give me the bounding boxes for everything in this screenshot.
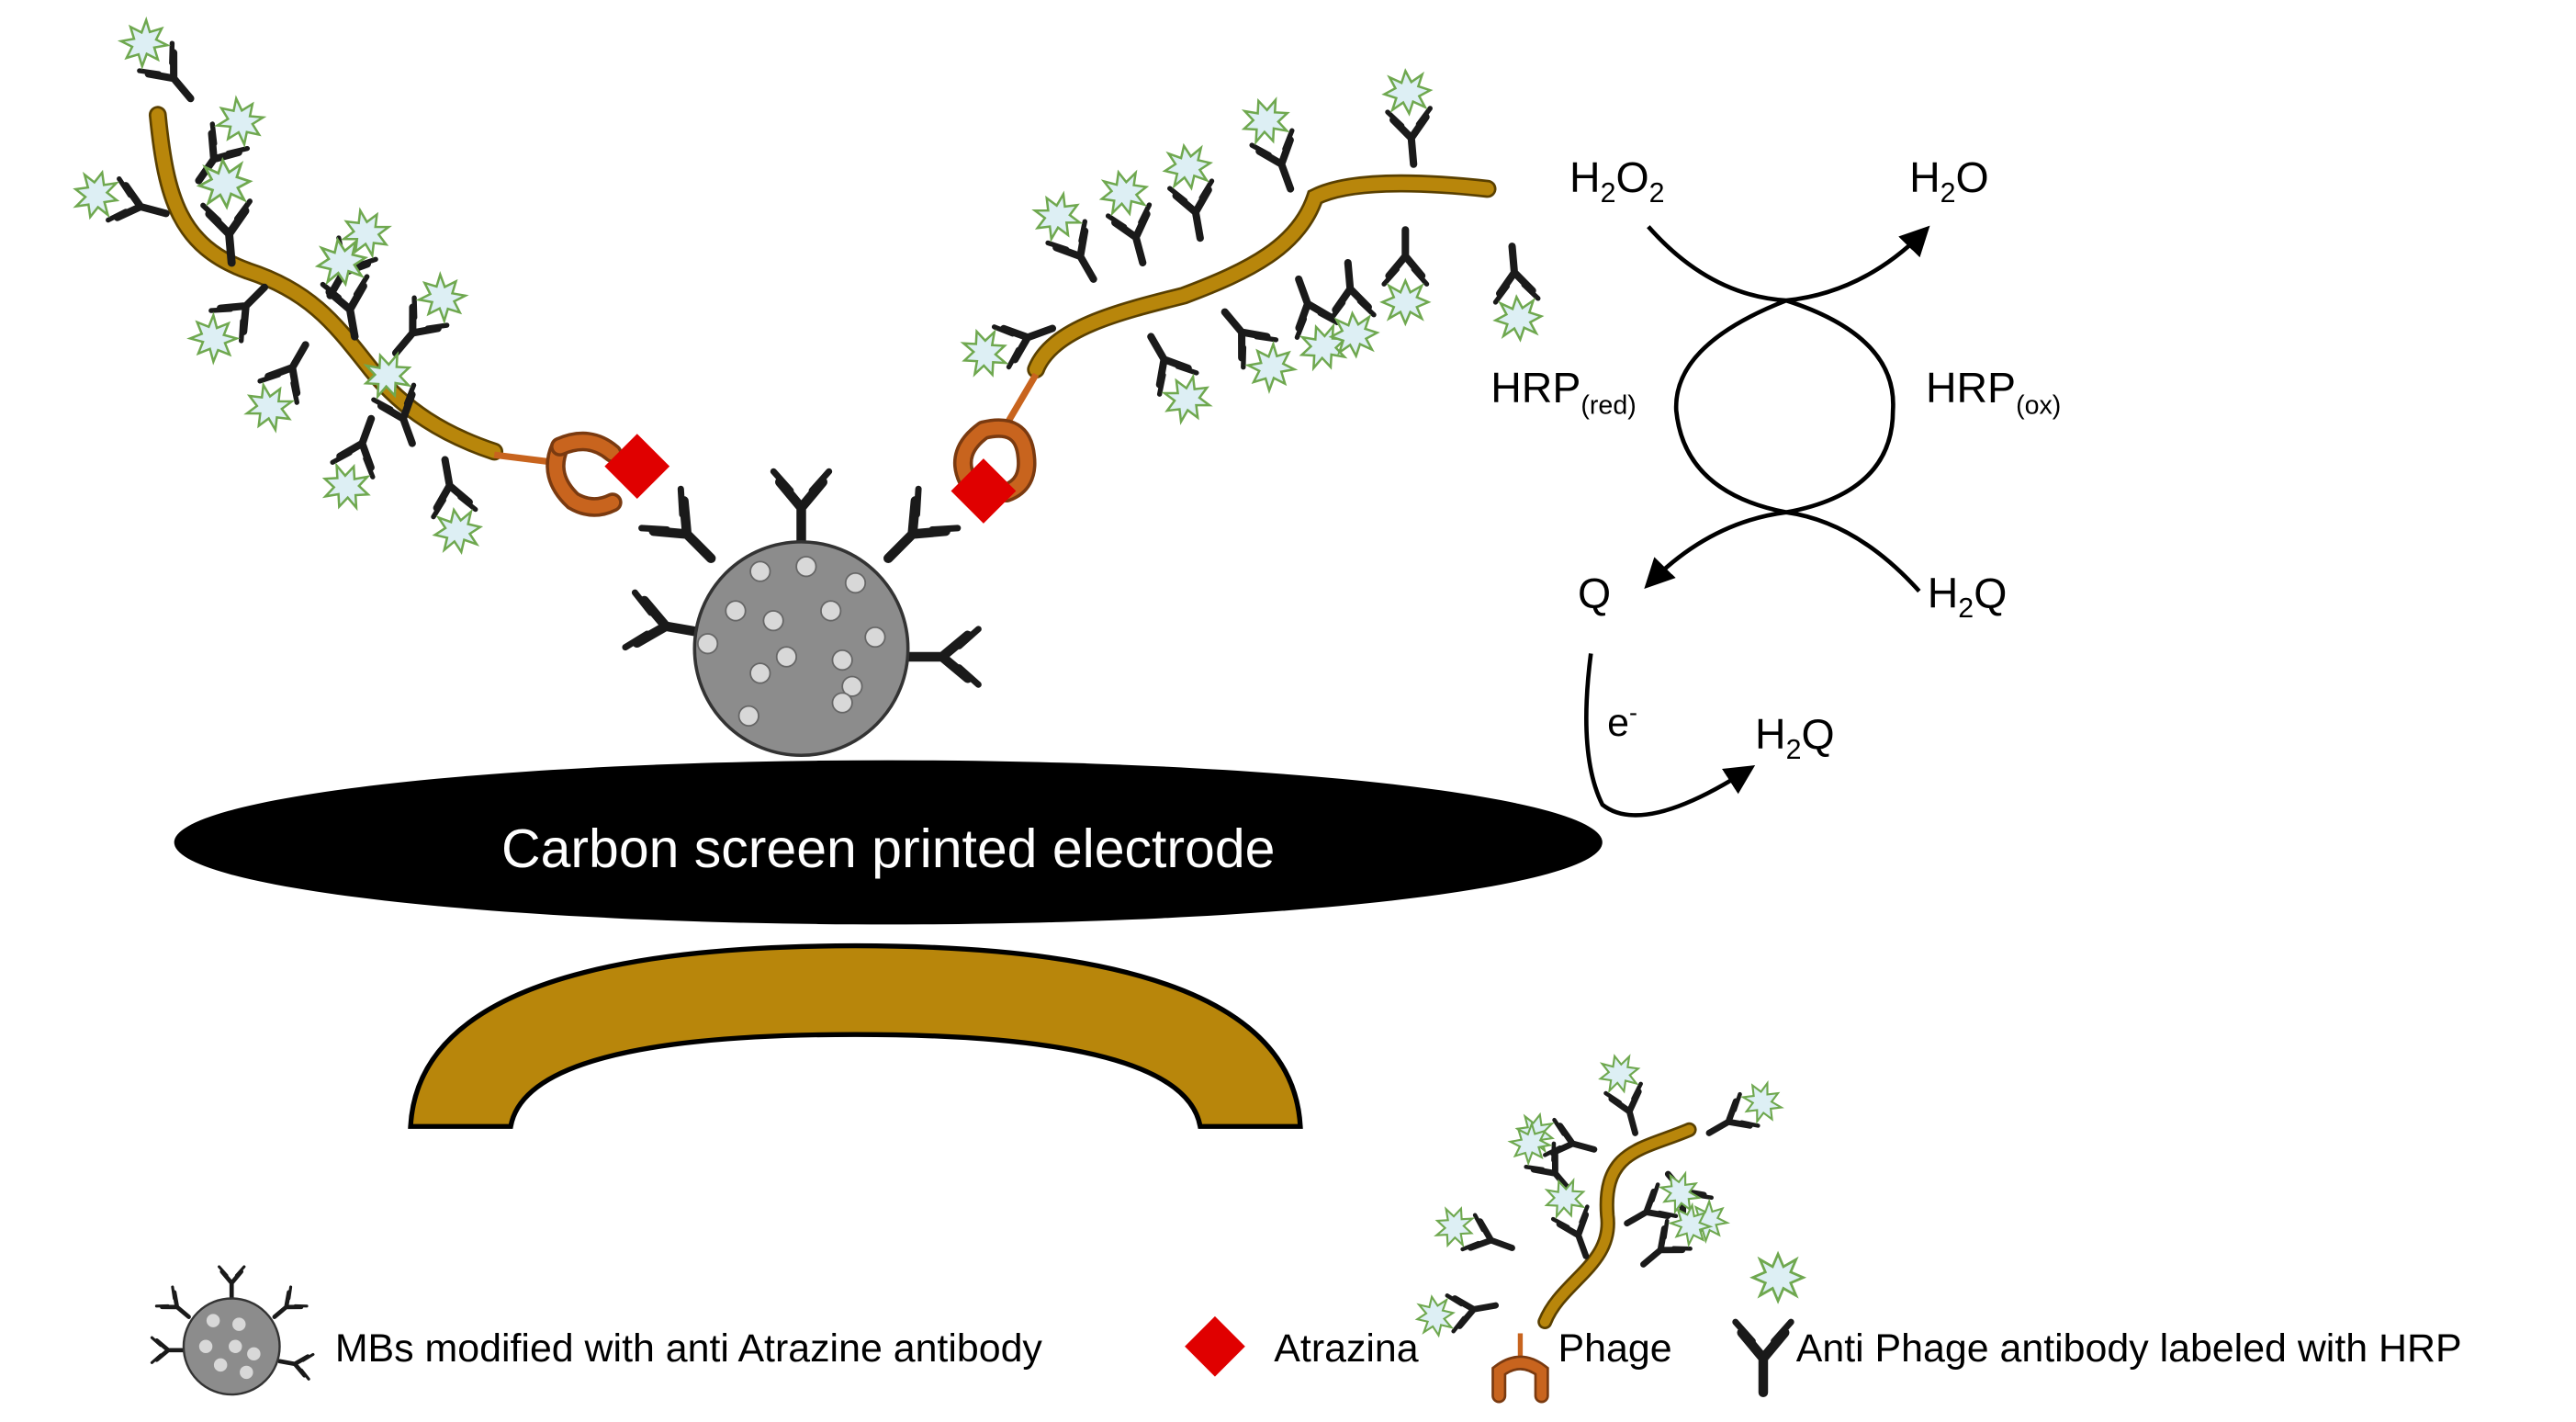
h2q-label: H2Q <box>1928 569 2008 624</box>
legend-phage-illustration <box>1414 1051 1788 1338</box>
reaction-cycle <box>1584 225 1930 818</box>
h2q-product-label: H2Q <box>1755 710 1835 765</box>
antibody-icon <box>1736 1322 1791 1393</box>
legend-phage-label: Phage <box>1558 1326 1672 1371</box>
magnetic-bead <box>625 471 978 758</box>
legend-antibody-label: Anti Phage antibody labeled with HRP <box>1796 1326 2462 1371</box>
hrp-ox-label: HRP(ox) <box>1926 364 2061 421</box>
q-label: Q <box>1578 569 1611 616</box>
electron-label: e- <box>1607 699 1637 745</box>
h2o-label: H2O <box>1909 153 1989 209</box>
atrazine-diamond-icon <box>1185 1315 1245 1377</box>
legend-bead-icon <box>152 1267 312 1396</box>
phage-left <box>70 12 623 556</box>
phage-right <box>952 69 1544 502</box>
atrazine-left <box>604 434 670 500</box>
h2o2-label: H2O2 <box>1569 153 1665 209</box>
legend: MBs modified with anti Atrazine antibody… <box>152 1252 2462 1404</box>
atrazine-right <box>951 458 1017 524</box>
hrp-red-label: HRP(red) <box>1490 364 1637 421</box>
carbon-electrode <box>174 760 1603 925</box>
phage-adapter-icon <box>1491 1333 1549 1404</box>
legend-atrazina-label: Atrazina <box>1274 1326 1418 1371</box>
magnet-icon <box>408 942 1303 1129</box>
hrp-star-icon <box>1751 1252 1805 1303</box>
electrode-label: Carbon screen printed electrode <box>501 819 1275 879</box>
legend-mbs-label: MBs modified with anti Atrazine antibody <box>335 1326 1043 1371</box>
